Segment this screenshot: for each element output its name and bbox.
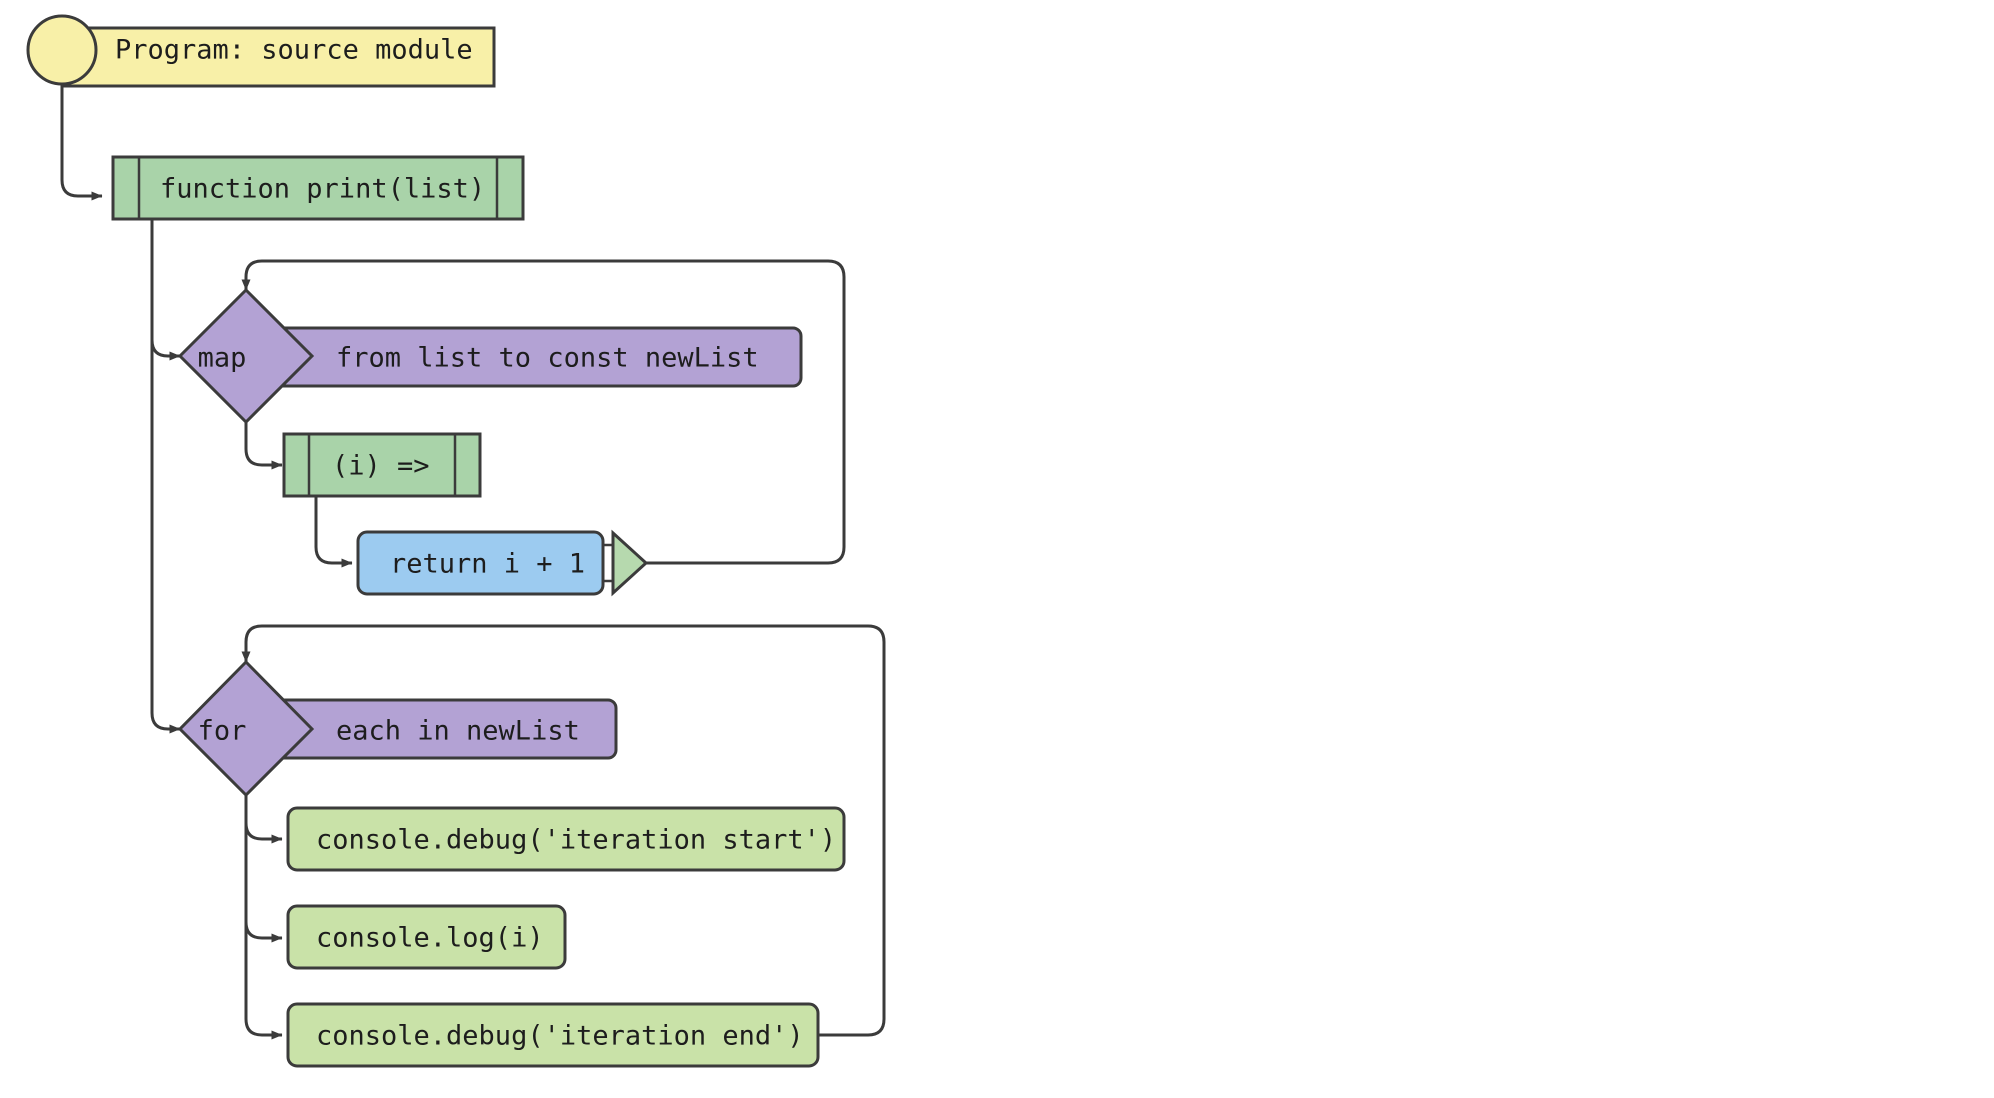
console-debug-start-rect xyxy=(286,806,846,872)
edge-arrowfn-to-return xyxy=(314,490,353,568)
start-banner-rect xyxy=(60,26,496,88)
node-console-log[interactable]: console.log(i) xyxy=(286,904,567,970)
for-loop-label: each in newList xyxy=(336,716,580,747)
edge-function-to-for xyxy=(150,218,181,734)
function-print-label: function print(list) xyxy=(160,174,485,205)
function-print-rect xyxy=(111,155,525,221)
edge-layer xyxy=(60,78,886,1040)
console-debug-end-label: console.debug('iteration end') xyxy=(316,1021,804,1052)
map-loop-keyword: map xyxy=(198,343,247,374)
return-statement-rect xyxy=(356,530,605,596)
node-arrow-function[interactable]: (i) => xyxy=(282,432,482,498)
node-return-statement[interactable]: return i + 1 xyxy=(356,529,649,597)
start-label: Program: source module xyxy=(115,35,473,66)
for-loop-diamond xyxy=(177,659,315,798)
console-debug-start-label: console.debug('iteration start') xyxy=(316,825,836,856)
edge-for-to-console-log xyxy=(244,795,283,943)
return-marker-triangle-icon xyxy=(611,529,649,597)
console-log-rect xyxy=(286,904,567,970)
edge-for-to-console-debug-start xyxy=(244,795,283,844)
node-function-print[interactable]: function print(list) xyxy=(111,155,525,221)
start-circle xyxy=(26,14,98,86)
edge-function-to-map xyxy=(150,218,181,361)
arrow-function-label: (i) => xyxy=(332,451,430,482)
for-loop-keyword: for xyxy=(198,716,247,747)
arrow-function-rect xyxy=(282,432,482,498)
edge-start-to-function xyxy=(60,78,103,201)
edge-for-to-console-debug-end xyxy=(244,795,283,1040)
edge-map-to-arrowfn xyxy=(244,422,283,470)
node-for-loop[interactable]: for each in newList xyxy=(177,659,618,798)
node-console-debug-start[interactable]: console.debug('iteration start') xyxy=(286,806,846,872)
node-console-debug-end[interactable]: console.debug('iteration end') xyxy=(286,1002,820,1068)
node-map-loop[interactable]: map from list to const newList xyxy=(177,287,803,425)
return-statement-label: return i + 1 xyxy=(390,549,585,580)
console-debug-end-rect xyxy=(286,1002,820,1068)
console-log-label: console.log(i) xyxy=(316,923,544,954)
map-loop-diamond xyxy=(177,287,315,425)
edge-return-loopback-to-map xyxy=(241,259,846,565)
node-start[interactable]: Program: source module xyxy=(26,14,496,88)
map-loop-label: from list to const newList xyxy=(336,343,759,374)
edge-iterationend-loopback-to-for xyxy=(241,624,886,1037)
